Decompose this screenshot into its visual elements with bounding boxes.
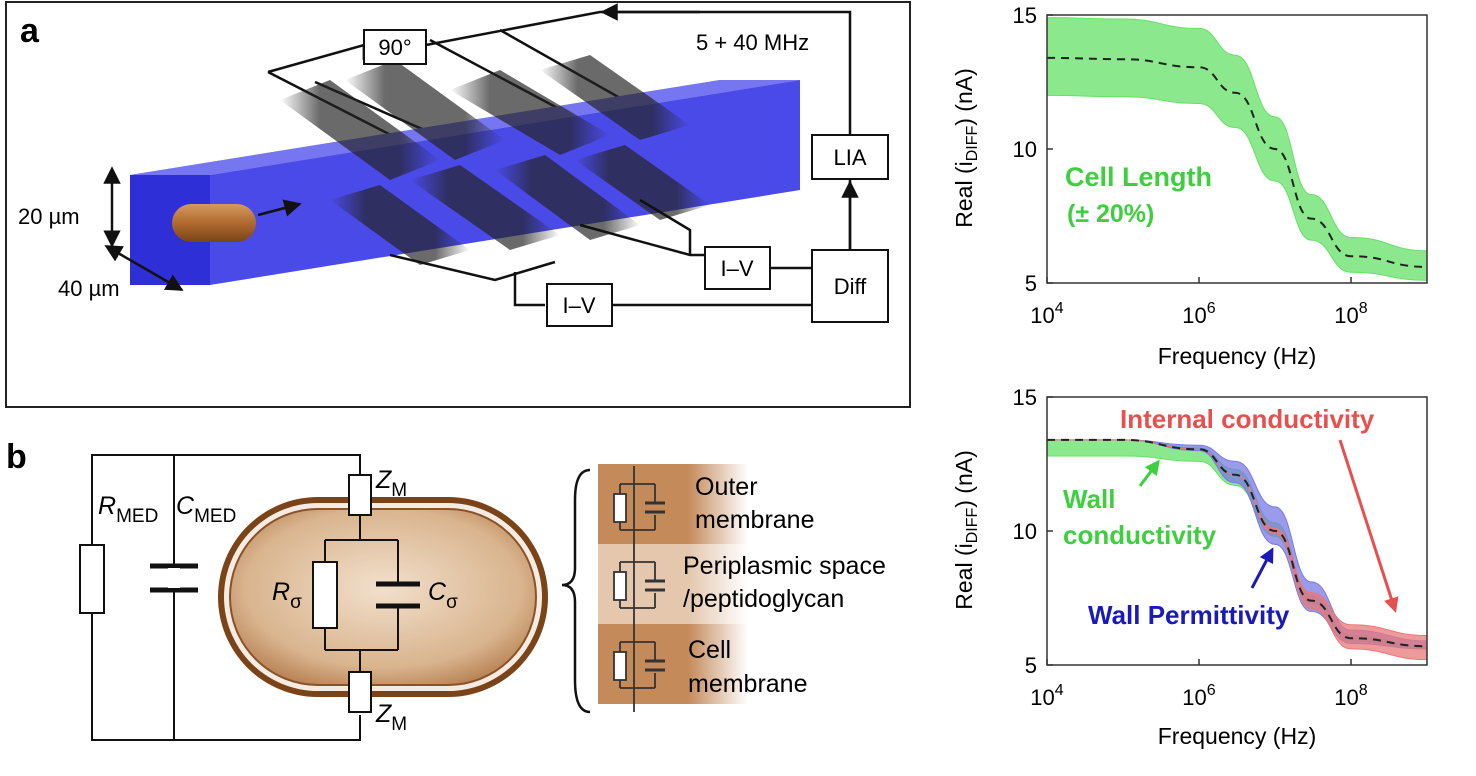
layer-2-line1: Periplasmic space [683,552,886,580]
electrode-bottom-2 [410,165,560,250]
cell-body [229,508,537,686]
chart2-annotation-wall-conductivity-line1: Wall [1063,484,1115,514]
chart2-annotation-wall-permittivity: Wall Permittivity [1088,600,1290,630]
flow-arrow [257,199,302,217]
iv-box-2-label: I–V [562,293,595,318]
chart2-annotation-internal-conductivity: Internal conductivity [1120,404,1375,434]
chart2-xtick-label: 106 [1182,682,1215,710]
z-m-bottom-resistor [348,671,372,713]
brace [561,468,591,714]
chart1-xtick-label: 104 [1030,300,1063,328]
z-m-top-resistor [348,474,372,516]
chart1-xtick-label: 108 [1334,300,1367,328]
chart1-ytick-label: 15 [1013,3,1037,28]
chart2-ytick-label: 15 [1013,385,1037,410]
iv-box-2: I–V [546,283,613,327]
lia-box: LIA [811,134,889,180]
chart2-xtick-label: 108 [1334,682,1367,710]
internal-conductivity-arrow [1338,439,1399,613]
panel-a: a [5,1,911,408]
width-label: 40 µm [58,276,120,301]
chart1-ytick-label: 10 [1013,137,1037,162]
chart-wall-properties: 104 106 108 5 10 15 Internal conductivity Wal… [951,385,1428,749]
chart2-dashed-line [1047,438,1428,648]
electrode-top-4 [540,55,690,140]
chart2-ylabel: Real (iDIFF) (nA) [951,450,981,610]
chart2-ticks: 104 106 108 5 10 15 [1013,385,1368,710]
z-m-top-label: ZM [375,466,407,501]
chart1-dashed-line [1046,56,1428,268]
chart2-xtick-label: 104 [1030,682,1063,710]
chart1-band-0 [1046,17,1428,281]
height-label: 20 µm [18,204,80,229]
chart1-ylabel: Real (iDIFF) (nA) [951,68,981,228]
layer-circuit [613,466,665,712]
lia-box-label: LIA [833,145,866,170]
panel-b-letter: b [6,438,27,476]
chart1-xlabel: Frequency (Hz) [1158,343,1316,369]
bottom-wiring [389,180,852,307]
chart1-plot-area [1046,17,1428,281]
layer-1-line2: membrane [695,506,815,534]
c-sigma-label: Cσ [428,578,458,613]
electrode-top-3 [450,70,610,155]
iv-box-1-label: I–V [720,256,753,281]
chart1-annotation-line1: Cell Length [1065,162,1212,192]
chart1-ticks: 104 106 108 5 10 15 [1013,3,1368,328]
wall-conductivity-arrow [1138,459,1160,487]
chart2-ytick-label: 10 [1013,519,1037,544]
panel-a-letter: a [20,12,40,50]
chart2-annotation-wall-conductivity-line2: conductivity [1063,520,1217,550]
chart1-xtick-label: 106 [1182,300,1215,328]
chart1-annotation-line2: (± 20%) [1067,200,1154,228]
wall-permittivity-arrow [1250,547,1274,589]
frequency-label: 5 + 40 MHz [696,30,809,55]
diff-box-label: Diff [834,274,867,299]
chart2-ytick-label: 5 [1025,653,1037,678]
phase-box-label: 90° [378,35,411,60]
r-sigma-label: Rσ [272,578,302,613]
z-m-bottom-label: ZM [375,700,407,735]
chart2-xlabel: Frequency (Hz) [1158,723,1316,749]
electrode-bottom-4 [575,145,710,220]
layer-2-line2: /peptidoglycan [683,585,844,613]
diff-box: Diff [811,249,889,323]
layer-3-line1: Cell [688,636,731,664]
width-dimension-arrow [104,245,184,292]
c-med-label: CMED [176,492,236,527]
layer-stack: Outer membrane Periplasmic space /peptid… [598,464,886,712]
phase-box: 90° [363,29,427,65]
panel-b: b RMED CMED Z [6,438,886,741]
electrode-top-1 [280,80,440,180]
electrode-top-2 [345,60,505,160]
layer-3-line2: membrane [688,670,808,698]
r-sigma-resistor [312,561,338,629]
electrodes [280,55,710,265]
iv-box-1: I–V [704,246,771,290]
electrode-bottom-3 [495,155,640,240]
chart1-ytick-label: 5 [1025,271,1037,296]
chart-cell-length: 104 106 108 5 10 15 Cell Length (± 20%) Frequ… [951,3,1428,369]
r-med-label: RMED [98,492,158,527]
layer-1-line1: Outer [695,473,758,501]
bacterium-cell [172,204,256,242]
r-med-resistor [79,544,105,614]
c-med-gap-mask [168,568,180,588]
electrode-bottom-1 [330,185,470,265]
